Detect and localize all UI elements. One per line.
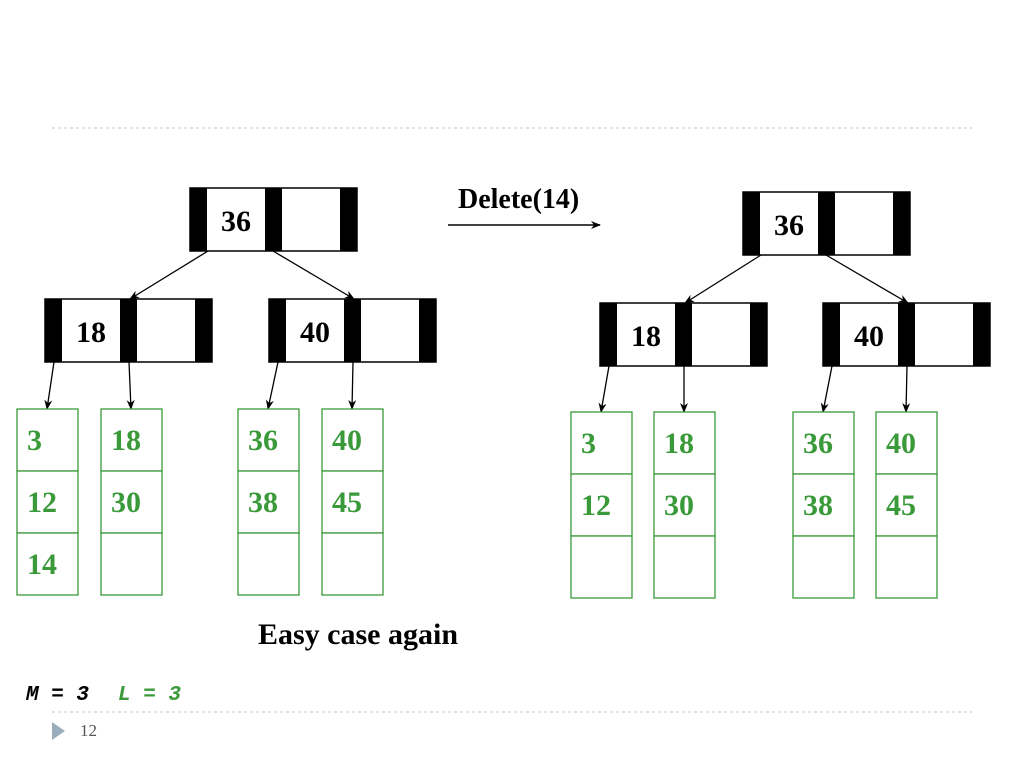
leaf-cell [875,535,938,599]
leaf-pointer-arrow [265,361,279,410]
pointer-bar-1 [818,192,835,255]
pointer-bar-0 [743,192,760,255]
leaf-node: 40 45 [321,408,384,596]
leaf-value: 30 [111,486,141,519]
pointer-bar-1 [898,303,915,366]
pointer-bar-0 [45,299,62,362]
leaf-cell [237,470,300,534]
leaf-cell [792,535,855,599]
param-l: L = 3 [118,684,181,707]
leaf-node: 3 12 [570,411,633,599]
root-right-arrow [272,250,355,300]
slide-marker-icon [52,722,65,740]
leaf-cell [237,532,300,596]
leaf-value: 40 [332,424,362,457]
leaf-node: 40 45 [875,411,938,599]
leaf-cell [237,408,300,472]
leaf-value: 18 [111,424,141,457]
pointer-bar-2 [195,299,212,362]
leaf-node: 36 38 [237,408,300,596]
leaf-value: 36 [803,427,833,460]
leaf-cell [570,473,633,537]
leaf-value: 14 [27,548,57,581]
internal-node: 40 [268,298,437,363]
pointer-bar-2 [973,303,990,366]
leaf-value: 45 [332,486,362,519]
node-key: 40 [300,316,330,349]
node-key: 36 [221,205,251,238]
leaf-cell [321,470,384,534]
leaf-cell [792,411,855,475]
root-right-arrow [825,254,909,304]
pointer-bar-0 [190,188,207,251]
leaf-value: 3 [581,427,596,460]
leaf-cell [570,535,633,599]
node-key: 18 [76,316,106,349]
leaf-node: 36 38 [792,411,855,599]
pointer-bar-2 [750,303,767,366]
leaf-pointer-arrow [598,365,610,413]
leaf-pointer-arrow [44,361,55,410]
leaf-pointer-arrow [902,365,911,413]
leaf-pointer-arrow [126,361,135,410]
pointer-bar-1 [344,299,361,362]
leaf-cell [570,411,633,475]
pointer-bar-0 [269,299,286,362]
leaf-cell [100,408,163,472]
operation-label: Delete(14) [458,184,579,215]
leaf-value: 38 [803,489,833,522]
pointer-bar-0 [823,303,840,366]
leaf-cell [16,532,79,596]
root-left-arrow [129,250,209,300]
pointer-bar-1 [675,303,692,366]
leaf-value: 45 [886,489,916,522]
root-left-arrow [684,254,762,304]
leaf-cell [653,535,716,599]
pointer-bar-1 [120,299,137,362]
leaf-value: 12 [27,486,57,519]
leaf-cell [875,411,938,475]
leaf-cell [100,532,163,596]
internal-node: 18 [44,298,213,363]
leaf-pointer-arrow [820,365,833,413]
leaf-cell [321,532,384,596]
leaf-pointer-arrow [348,361,357,410]
leaf-cell [16,408,79,472]
pointer-bar-2 [893,192,910,255]
pointer-bar-0 [600,303,617,366]
leaf-value: 12 [581,489,611,522]
leaf-value: 38 [248,486,278,519]
node-key: 36 [774,209,804,242]
root-node: 36 [742,191,911,256]
param-m: M = 3 [25,684,89,707]
internal-node: 18 [599,302,768,367]
caption: Easy case again [258,618,458,651]
leaf-cell [16,470,79,534]
node-key: 40 [854,320,884,353]
leaf-cell [100,470,163,534]
internal-node: 40 [822,302,991,367]
leaf-cell [321,408,384,472]
leaf-cell [875,473,938,537]
leaf-value: 18 [664,427,694,460]
node-key: 18 [631,320,661,353]
leaf-value: 30 [664,489,694,522]
leaf-cell [653,411,716,475]
page-number: 12 [80,721,97,740]
pointer-bar-2 [419,299,436,362]
root-node: 36 [189,187,358,252]
leaf-value: 40 [886,427,916,460]
leaf-value: 36 [248,424,278,457]
leaf-value: 3 [27,424,42,457]
pointer-bar-2 [340,188,357,251]
pointer-bar-1 [265,188,282,251]
leaf-node: 3 12 14 [16,408,79,596]
leaf-cell [792,473,855,537]
